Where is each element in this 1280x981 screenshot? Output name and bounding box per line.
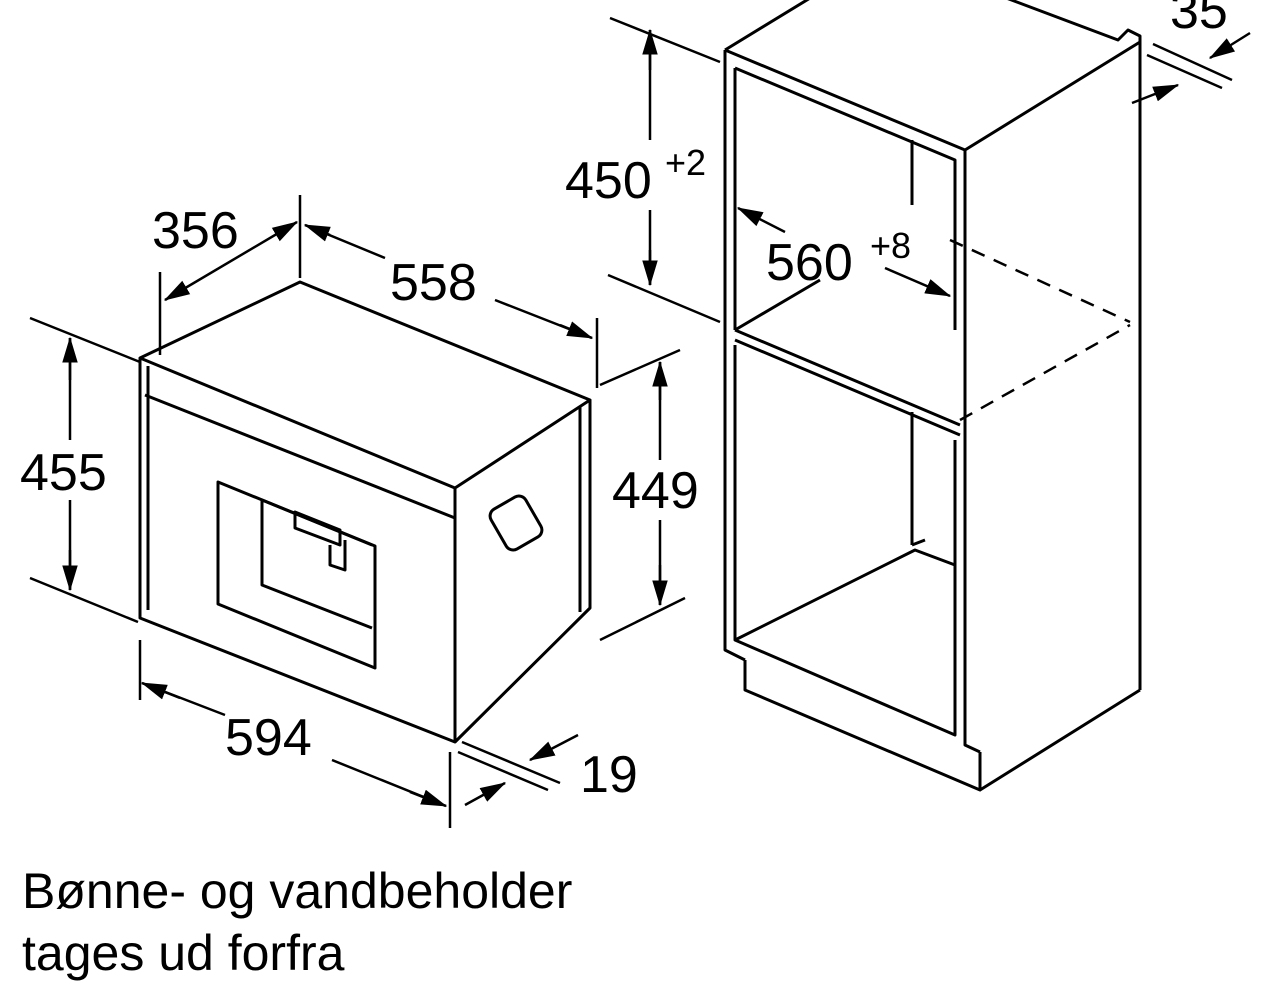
appliance-dimensions: 356 558 455 449 594 19 (20, 195, 699, 828)
dimension-thickness-19: 19 (580, 746, 638, 804)
installation-diagram: 356 558 455 449 594 19 (20, 0, 1251, 828)
dimension-width-558: 558 (390, 254, 477, 312)
dimension-niche-width-tolerance: +8 (870, 225, 911, 266)
dimension-height-449: 449 (612, 462, 699, 520)
dimension-rear-gap-35: 35 (1170, 0, 1228, 40)
dimension-niche-height-450: 450 (565, 152, 652, 210)
dimension-height-455: 455 (20, 444, 107, 502)
cabinet-drawing (723, 0, 1142, 792)
coffee-machine-drawing (138, 280, 592, 744)
dimension-niche-width-560: 560 (766, 234, 853, 292)
dimension-width-594: 594 (225, 709, 312, 767)
cabinet-dimensions: 450 +2 560 +8 35 (565, 0, 1251, 324)
note-line-1: Bønne- og vandbeholder (22, 863, 573, 919)
dimension-niche-height-tolerance: +2 (665, 142, 706, 183)
note-line-2: tages ud forfra (22, 925, 345, 981)
dimension-depth-356: 356 (152, 202, 239, 260)
